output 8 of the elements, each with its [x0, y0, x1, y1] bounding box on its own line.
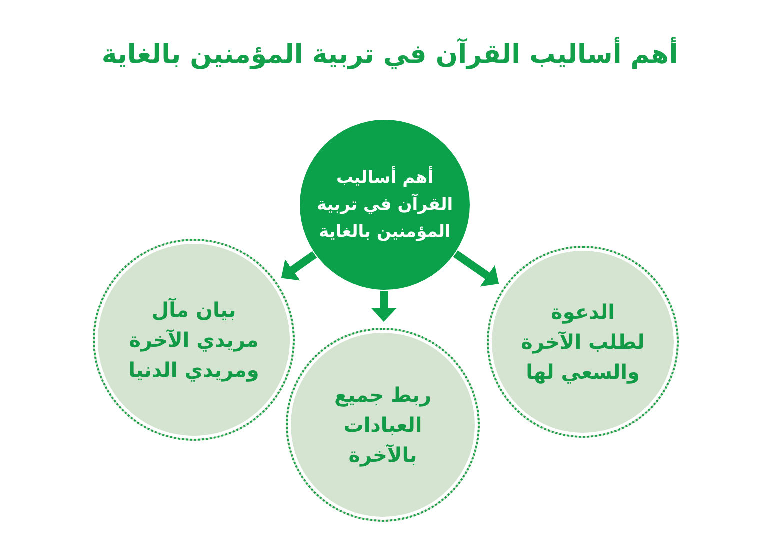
filled-circle: أهم أساليب القرآن في تربية المؤمنين بالغاية — [300, 120, 470, 290]
arrow — [371, 290, 398, 322]
dotted-circle: بيان مآل مريدي الآخرة ومريدي الدنيا — [93, 239, 295, 441]
dotted-circle: ربط جميع العبادات بالآخرة — [286, 328, 480, 522]
arrow — [279, 251, 318, 282]
title: أهم أساليب القرآن في تربية المؤمنين بالغاية — [102, 37, 678, 73]
dotted-circle: الدعوة لطلب الآخرة والسعي لها — [487, 246, 679, 438]
arrow — [453, 250, 502, 288]
